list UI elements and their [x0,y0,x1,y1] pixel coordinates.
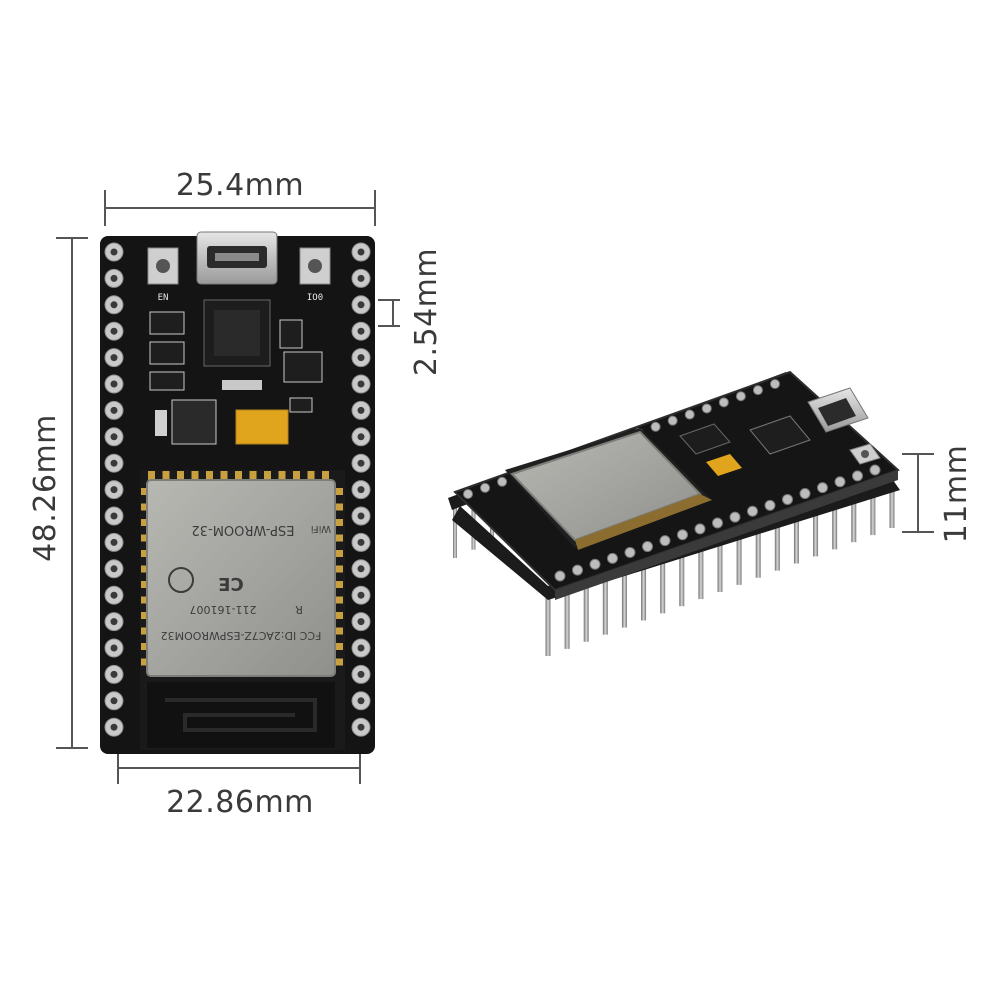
module-castellations [141,471,343,666]
r-mark-text: R [295,603,303,616]
en-button-label: EN [158,293,169,303]
wifi-logo-text: WiFi [311,523,331,534]
dimension-side: 11mm [902,445,974,544]
pad-column-right [351,242,371,737]
height-left-label: 48.26mm [28,414,63,562]
usb-uart-chip-angled [749,415,811,455]
tantalum-capacitor-angled [706,454,742,476]
dimension-bottom: 22.86mm [117,752,361,820]
boot-button-label: IO0 [307,293,323,303]
fcc-id-text: FCC ID:2AC7Z-ESPWROOM32 [161,629,322,642]
board-side-view [448,370,900,656]
header-pins-front [545,480,895,656]
dimension-left: 48.26mm [28,237,88,749]
boot-button: IO0 [299,247,331,303]
smd-components [149,311,323,445]
tantalum-capacitor [235,409,289,445]
pin-pitch-label: 2.54mm [409,248,444,376]
dimension-pitch: 2.54mm [378,248,444,376]
cert-code-text: 211-161007 [190,603,257,616]
usb-uart-chip [203,299,271,367]
width-bottom-label: 22.86mm [166,785,314,820]
pad-column-left [104,242,124,737]
height-side-label: 11mm [939,445,974,544]
model-text: ESP-WROOM-32 [192,522,295,537]
board-top-view: EN IO0 [100,231,375,754]
rf-shield [146,479,336,677]
esp-wroom-32-module: FCC ID:2AC7Z-ESPWROOM32 211-161007 R CE … [140,470,345,750]
dimension-top: 25.4mm [104,168,376,226]
micro-usb-connector [196,231,278,285]
en-button: EN [147,247,179,303]
width-top-label: 25.4mm [176,168,304,203]
ce-mark-text: CE [218,573,244,594]
